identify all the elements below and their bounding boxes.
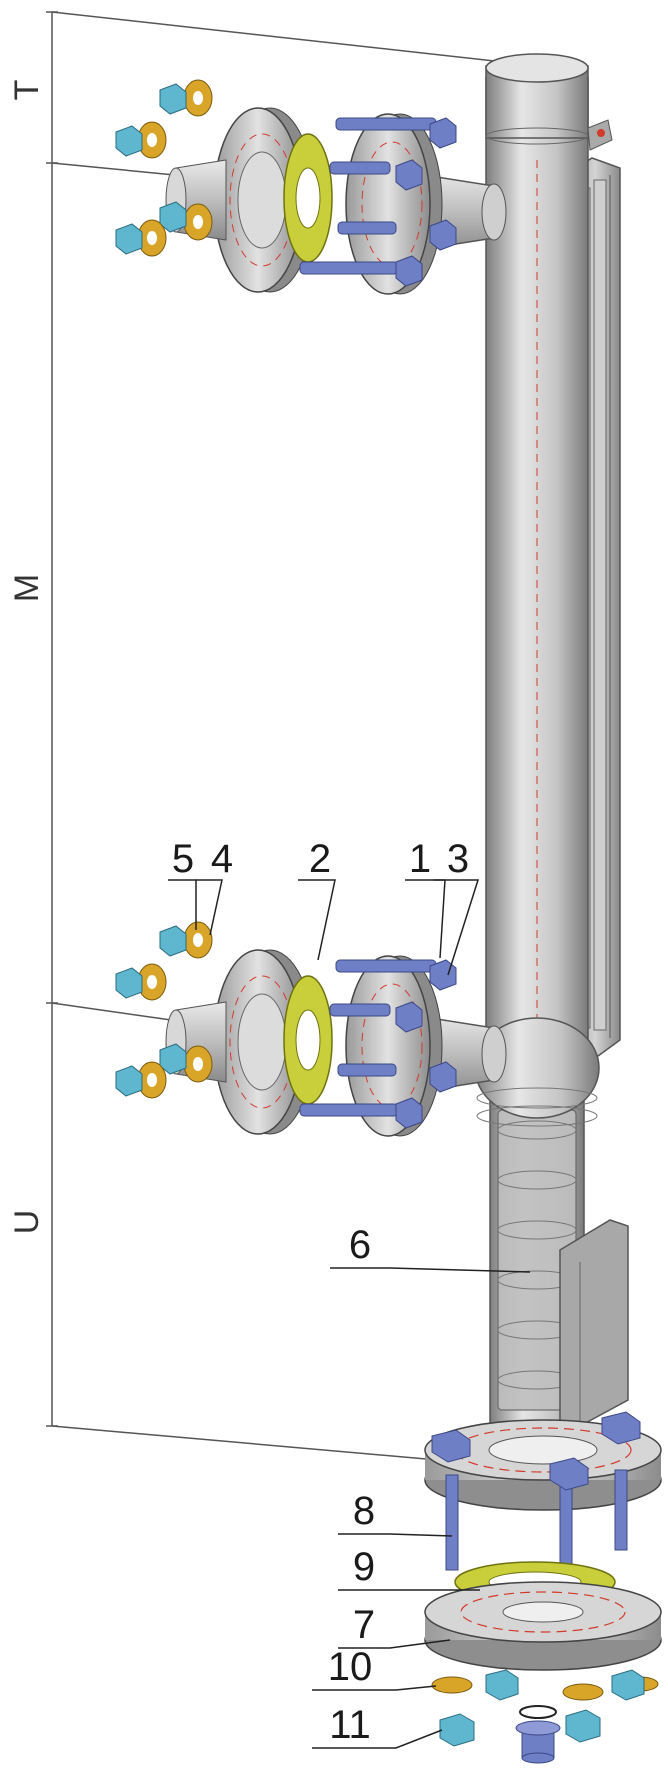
callout-labels: 5 4 2 1 3 6 8 9 7 10 11 (172, 837, 469, 1747)
callout-2: 2 (309, 837, 331, 881)
callout-3: 3 (447, 837, 469, 881)
callout-6: 6 (349, 1223, 371, 1267)
dimension-label-top: T (8, 80, 46, 101)
top-cap (485, 53, 613, 151)
dimension-label-bottom: U (8, 1210, 46, 1235)
bottom-flange-lower (424, 1581, 662, 1671)
dimension-line (46, 11, 541, 1463)
callout-8: 8 (353, 1489, 375, 1533)
callout-7: 7 (353, 1603, 375, 1647)
dimension-label-middle: M (8, 574, 46, 602)
callout-4: 4 (211, 837, 233, 881)
dimension-labels: T M U (8, 80, 46, 1235)
float-bracket (559, 1219, 629, 1427)
callout-10: 10 (328, 1645, 373, 1689)
bottom-washers-nuts (431, 1669, 659, 1747)
callout-11: 11 (329, 1703, 371, 1747)
process-connection-upper (115, 79, 507, 295)
process-connection-lower (115, 921, 507, 1137)
drain-plug (515, 1705, 561, 1764)
callout-1: 1 (409, 837, 431, 881)
callout-9: 9 (353, 1545, 375, 1589)
leader-lines (168, 879, 531, 1749)
bottom-flange-upper (424, 1419, 662, 1511)
bottom-flange-bolts (431, 1411, 641, 1578)
callout-5: 5 (172, 837, 194, 881)
